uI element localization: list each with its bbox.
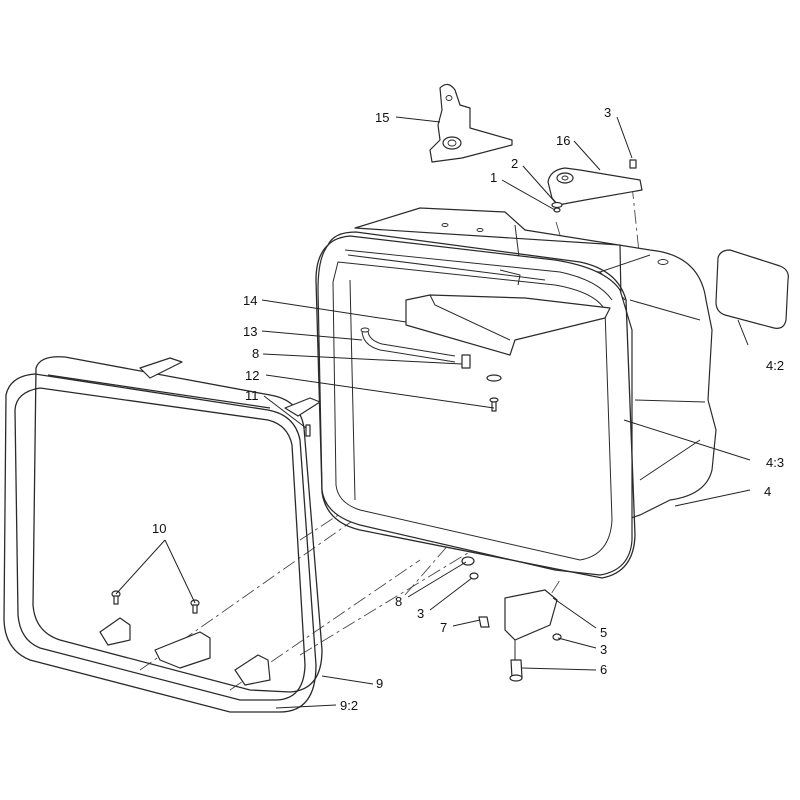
tank-inner-bracket [405, 269, 611, 356]
bottom-clip-left [99, 617, 131, 646]
callout-16: 16 [556, 133, 570, 148]
screw-11 [305, 424, 311, 437]
nut-3-lower-left [469, 572, 479, 580]
callout-10: 10 [152, 521, 166, 536]
callout-13: 13 [243, 324, 257, 339]
callout-4-3: 4:3 [766, 455, 784, 470]
callout-15: 15 [375, 110, 389, 125]
fitting-6 [509, 659, 523, 682]
bottom-clip-right [234, 654, 271, 686]
callout-2: 2 [511, 156, 518, 171]
screw-3-top [629, 159, 637, 169]
bottom-clip-center [154, 631, 211, 669]
callout-11: 11 [245, 388, 259, 403]
mount-bracket-16 [547, 167, 643, 206]
frame-top-tab-right [284, 397, 321, 417]
callout-3-lower-right: 3 [600, 642, 607, 657]
callout-14: 14 [243, 293, 257, 308]
hose-clip [461, 354, 471, 369]
callout-8-upper: 8 [252, 346, 259, 361]
callout-4-2: 4:2 [766, 358, 784, 373]
callout-3-lower-left: 3 [417, 606, 424, 621]
callout-7: 7 [440, 620, 447, 635]
tank-frame-rail-rear [315, 231, 636, 579]
screw-10-left [111, 590, 121, 605]
tank-decal [715, 249, 789, 329]
frame-top-tab-left [139, 357, 183, 379]
fuel-hose [360, 327, 456, 363]
callout-5: 5 [600, 625, 607, 640]
washer-upper [486, 374, 502, 382]
screw-10-right [190, 599, 200, 614]
callout-labels: 15 16 3 2 1 14 13 8 12 11 4:2 4:3 4 10 8… [152, 105, 784, 713]
callout-12: 12 [245, 368, 259, 383]
nut-7 [478, 616, 490, 628]
nut-3-lower-right [552, 633, 562, 641]
bracket-5 [504, 589, 558, 663]
front-frame-outer [3, 373, 317, 713]
washer-2 [551, 201, 563, 209]
callout-6: 6 [600, 662, 607, 677]
callout-8-lower: 8 [395, 594, 402, 609]
callout-9: 9 [376, 676, 383, 691]
callout-4: 4 [764, 484, 771, 499]
filler-neck-bracket-15 [429, 83, 513, 163]
callout-1: 1 [490, 170, 497, 185]
callout-3-top: 3 [604, 105, 611, 120]
leader-lines [115, 116, 751, 709]
callout-9-2: 9:2 [340, 698, 358, 713]
front-frame-inner [32, 356, 323, 693]
